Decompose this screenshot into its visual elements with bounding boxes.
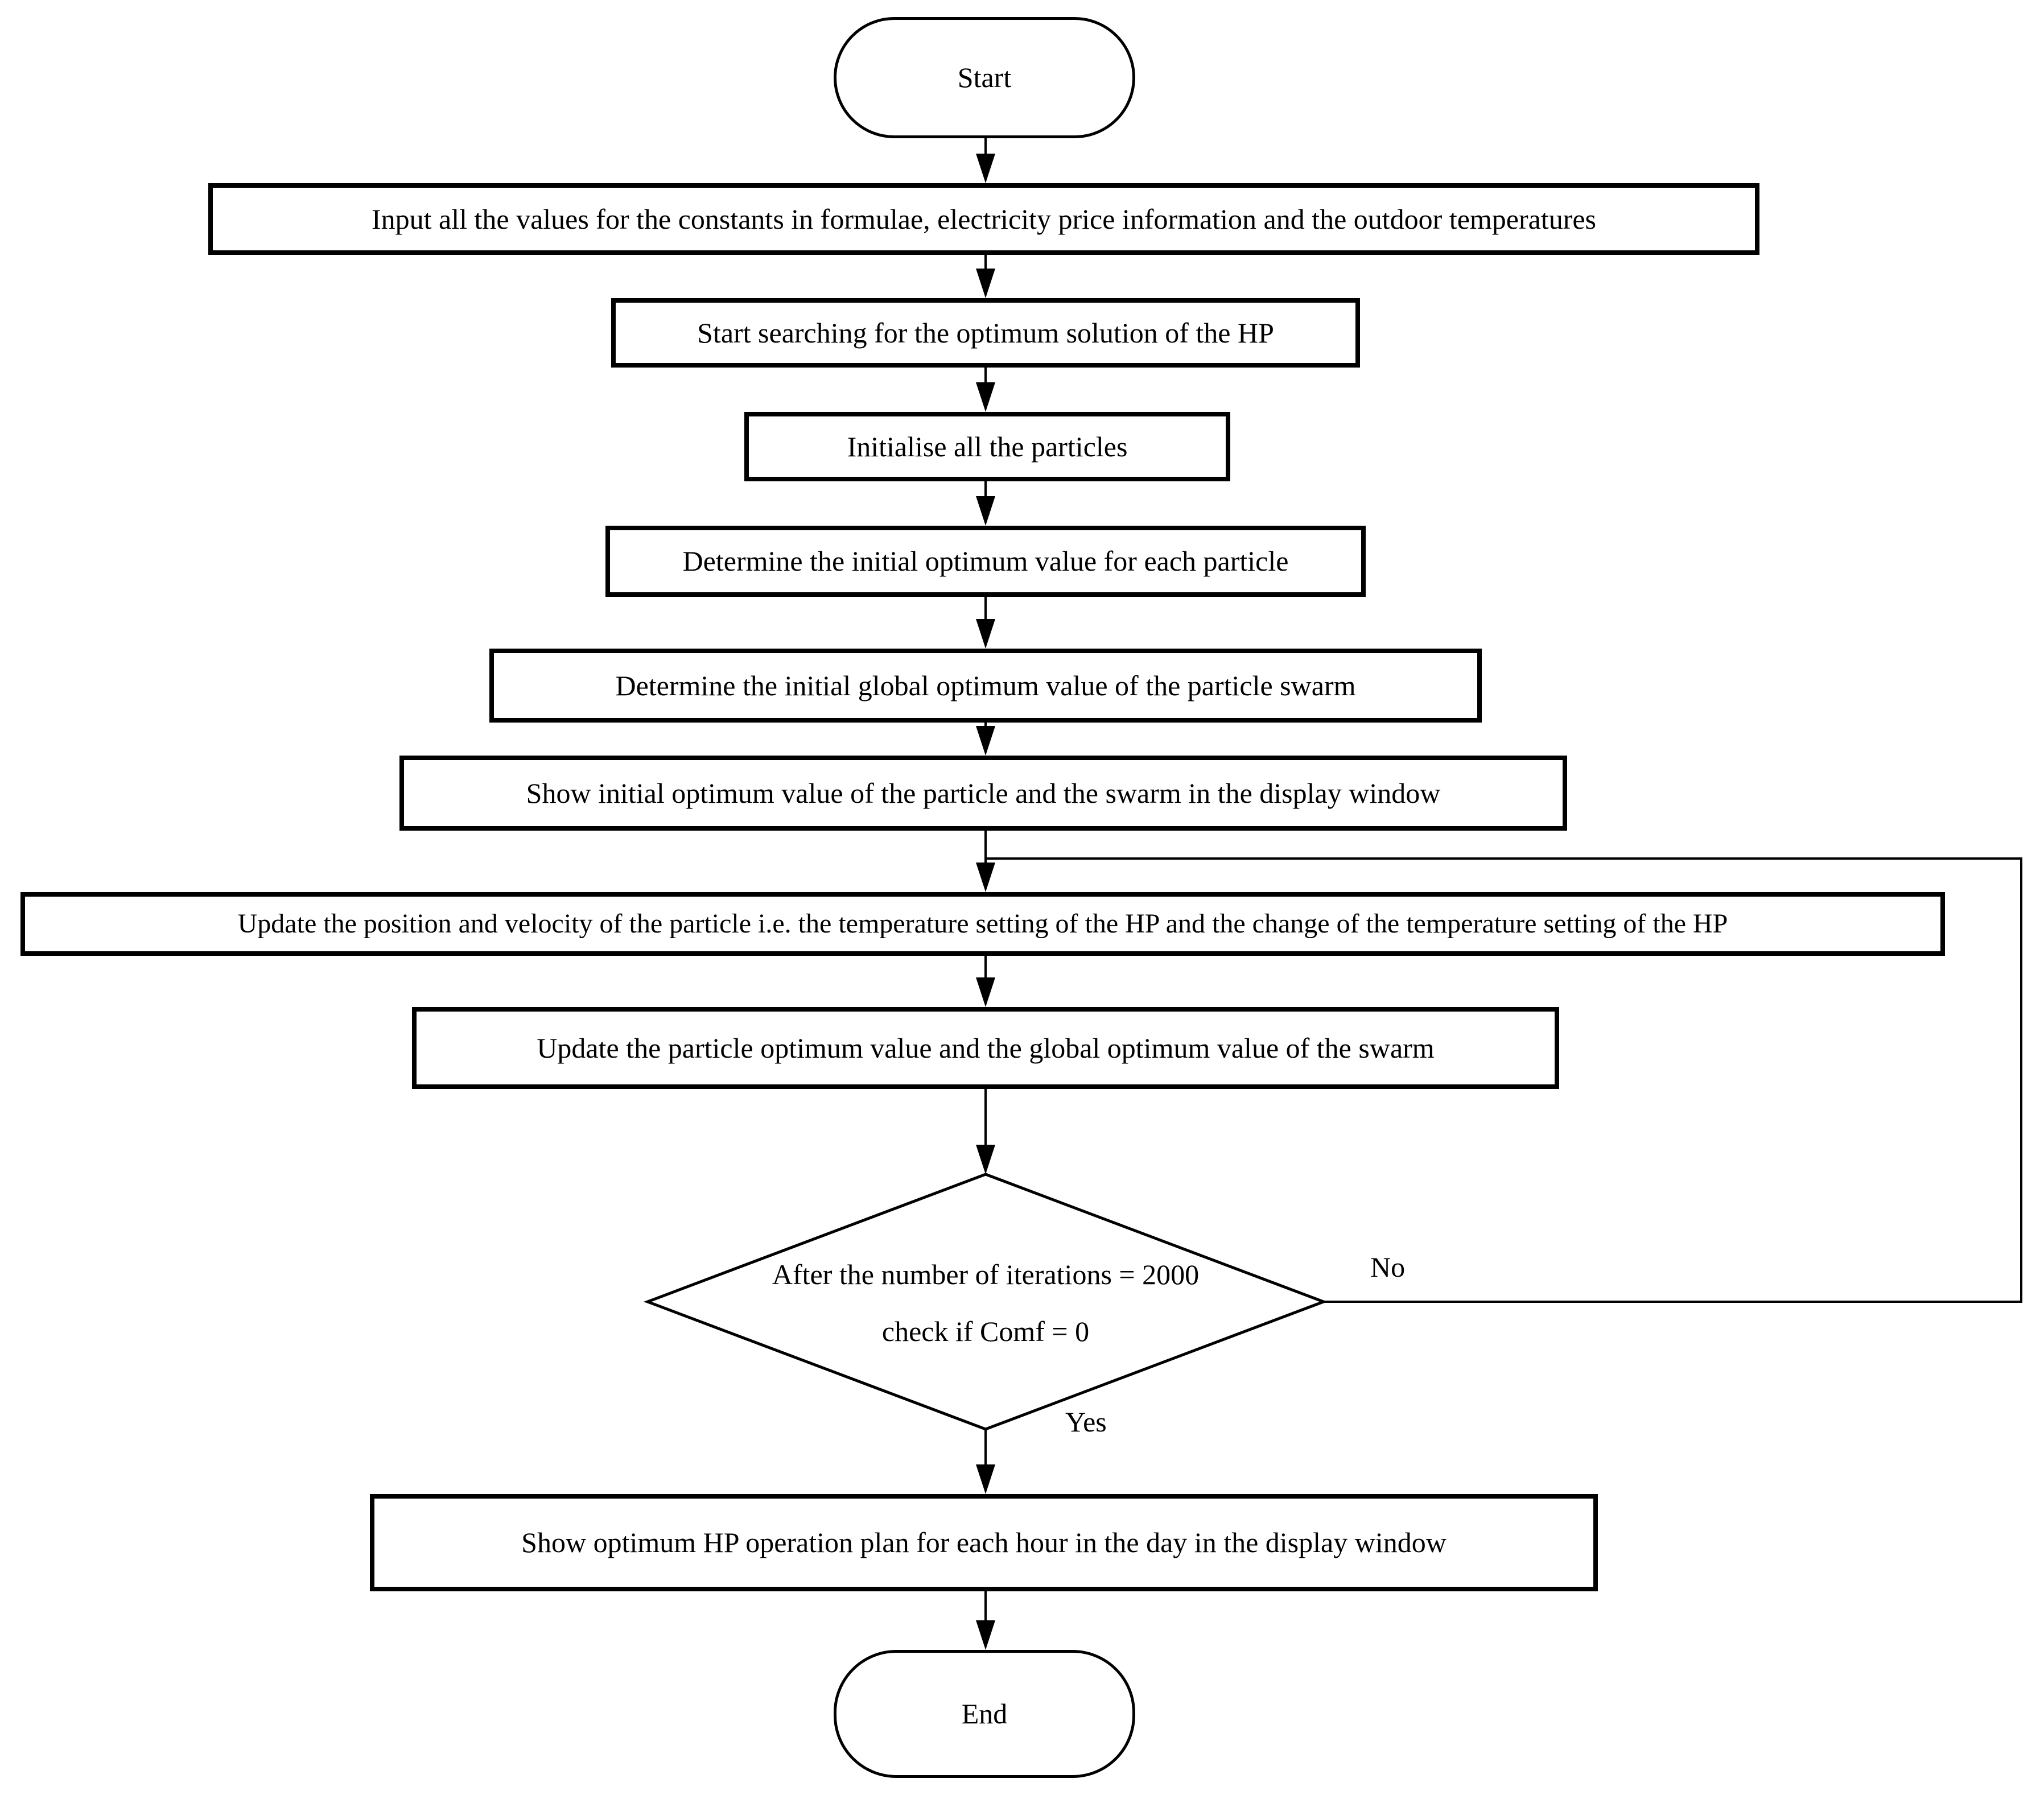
arrowhead-decision (976, 1145, 995, 1174)
start-terminator: Start (834, 17, 1135, 138)
arrowhead-show-plan (976, 1464, 995, 1494)
process-update-optimum-values: Update the particle optimum value and th… (412, 1007, 1559, 1089)
process-show-initial-optimum: Show initial optimum value of the partic… (399, 756, 1567, 831)
process-update-position-velocity: Update the position and velocity of the … (20, 892, 1945, 956)
process-initial-particle-optimum: Determine the initial optimum value for … (605, 526, 1366, 597)
decision-text-line1: After the number of iterations = 2000 (772, 1258, 1200, 1290)
arrowhead-show-initial (976, 726, 995, 756)
arrowhead-initialise (976, 382, 995, 412)
arrowhead-input (976, 154, 995, 183)
arrowhead-search (976, 269, 995, 298)
process-initial-global-optimum: Determine the initial global optimum val… (489, 649, 1482, 723)
arrowhead-end (976, 1620, 995, 1650)
end-terminator: End (834, 1650, 1135, 1778)
arrowhead-global-optimum (976, 619, 995, 649)
process-show-plan: Show optimum HP operation plan for each … (370, 1494, 1598, 1591)
no-loop-line (986, 857, 2022, 1303)
process-initialise-particles: Initialise all the particles (744, 412, 1230, 481)
no-branch-label: No (1370, 1251, 1406, 1283)
arrowhead-update-optimum (976, 977, 995, 1007)
process-start-searching: Start searching for the optimum solution… (611, 298, 1360, 368)
arrowhead-update-position (976, 863, 995, 892)
process-input-values: Input all the values for the constants i… (208, 183, 1759, 255)
arrowhead-particle-optimum (976, 496, 995, 526)
decision-text-line2: check if Comf = 0 (881, 1315, 1090, 1347)
yes-branch-label: Yes (1065, 1406, 1107, 1438)
decision-diamond-label: After the number of iterations = 2000 ch… (730, 1218, 1242, 1388)
